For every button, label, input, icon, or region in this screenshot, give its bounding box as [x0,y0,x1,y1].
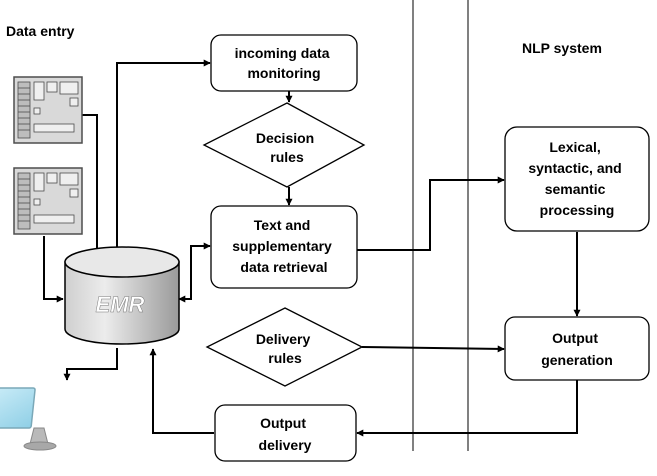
output-delivery-label-line-2: delivery [259,437,312,453]
decision-rules-diamond [202,102,366,188]
lexical-processing-label: Lexical, syntactic, and semantic process… [528,139,625,218]
output-delivery-label-line-1: Output [260,415,306,431]
output-generation-label-line-2: generation [541,352,613,368]
lexical-processing-label-line-1: Lexical, [549,139,600,155]
lexical-processing-label-line-4: processing [540,202,615,218]
server-icon [13,167,83,235]
monitoring-label-line-1: incoming data [235,45,330,61]
terminal-2 [13,167,83,235]
retrieval-label-line-1: Text and [254,217,311,233]
emr-label: EMR [96,292,145,317]
output-generation-label: Output generation [541,330,613,368]
output-delivery-box [214,404,357,462]
monitoring-box [210,34,358,92]
server-icon [13,76,83,144]
output-generation-box [504,316,650,381]
monitor-icon [0,387,57,451]
retrieval-label-line-2: supplementary [232,238,332,254]
decision-rules-label-line-1: Decision [256,130,314,146]
delivery-rules-label: Delivery rules [256,331,314,366]
database-icon [64,246,180,345]
connector-output-generation-delivery [356,380,578,437]
retrieval-label-line-3: data retrieval [240,259,327,275]
lexical-processing-label-line-2: syntactic, and [528,160,621,176]
connector-terminal2-emr [43,236,64,303]
lexical-processing-label-line-3: semantic [545,181,606,197]
decision-rules-label-line-2: rules [270,149,304,165]
delivery-rules-label-line-2: rules [268,350,302,366]
terminal-1 [13,76,83,144]
connector-emr-monitor [63,348,118,381]
data-entry-heading: Data entry [6,23,75,39]
connector-delivery-emr [149,348,214,434]
lexical-processing-box [504,126,650,232]
emr-database: EMR [64,246,180,345]
connector-emr-retrieval [178,242,211,303]
monitor [0,387,57,451]
monitoring-label-line-2: monitoring [247,65,320,81]
retrieval-box [210,205,358,289]
delivery-rules-diamond [205,307,364,387]
output-delivery-label: Output delivery [259,415,312,453]
monitoring-label: incoming data monitoring [235,45,334,81]
delivery-rules-label-line-1: Delivery [256,331,311,347]
connector-terminal1-emr [82,114,101,257]
retrieval-label: Text and supplementary data retrieval [232,217,335,275]
output-generation-label-line-1: Output [552,330,598,346]
connector-retrieval-lexical [357,176,505,251]
connectors [43,59,581,437]
decision-rules-label: Decision rules [256,130,318,165]
connector-emr-monitoring [116,59,211,250]
nlp-system-heading: NLP system [522,40,602,56]
connector-delivery-output-generation [361,345,505,353]
